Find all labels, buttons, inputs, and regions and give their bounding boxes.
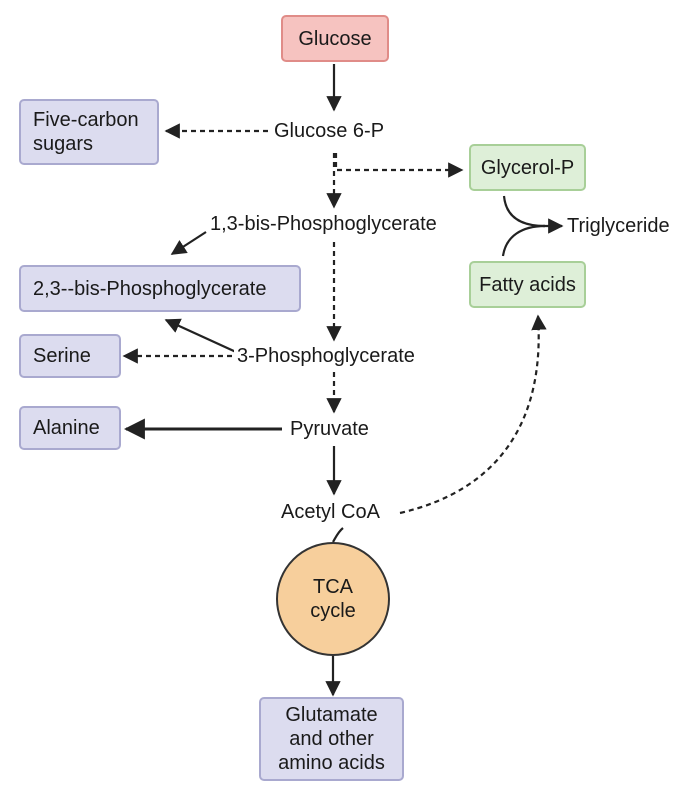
pyruvate-label: Pyruvate [287,417,372,441]
arrow-acetyl-coa-to-fatty-acids [399,314,547,515]
triglyceride-label: Triglyceride [567,215,670,237]
fatty-acids-label: Fatty acids [479,273,576,296]
arrow-3pg-to-23bpg [164,318,237,354]
five-carbon-sugars-box: Five-carbon sugars [19,99,159,165]
merge-glycerol-p [502,195,546,228]
serine-box: Serine [19,334,121,378]
glutamate-box: Glutamate and other amino acids [259,697,404,781]
fatty-acids-box: Fatty acids [469,261,586,308]
glucose-label: Glucose [298,27,372,50]
serine-label: Serine [33,345,91,367]
glycerol-p-label: Glycerol-P [480,156,575,179]
tca-label-line1: TCA [313,576,353,598]
merge-fatty-acids [501,224,546,257]
tca-label-line2: cycle [310,600,356,622]
alanine-label: Alanine [33,417,100,439]
23-bpg-box: 2,3--bis-Phosphoglycerate [19,265,301,312]
five-carbon-label-line2: sugars [33,133,94,155]
glucose-box: Glucose [281,15,389,62]
link-acetyl-coa-to-tca [332,527,344,543]
arrow-g6p-to-glycerol-p [334,153,464,178]
13-bpg-label: 1,3-bis-Phosphoglycerate [207,212,440,236]
glutamate-label-line3: amino acids [278,752,385,774]
glucose-6p-label: Glucose 6-P [271,119,388,143]
23-bpg-label: 2,3--bis-Phosphoglycerate [33,277,267,300]
glycerol-p-box: Glycerol-P [469,144,586,191]
alanine-box: Alanine [19,406,121,450]
arrow-13bpg-to-23bpg [170,231,207,255]
glutamate-label-line2: and other [289,728,374,750]
3-pg-label: 3-Phosphoglycerate [234,344,418,368]
five-carbon-label-line1: Five-carbon [33,109,139,131]
glutamate-label-line1: Glutamate [285,704,378,726]
tca-cycle-circle: TCA cycle [276,542,390,656]
acetyl-coa-label: Acetyl CoA [278,500,383,524]
